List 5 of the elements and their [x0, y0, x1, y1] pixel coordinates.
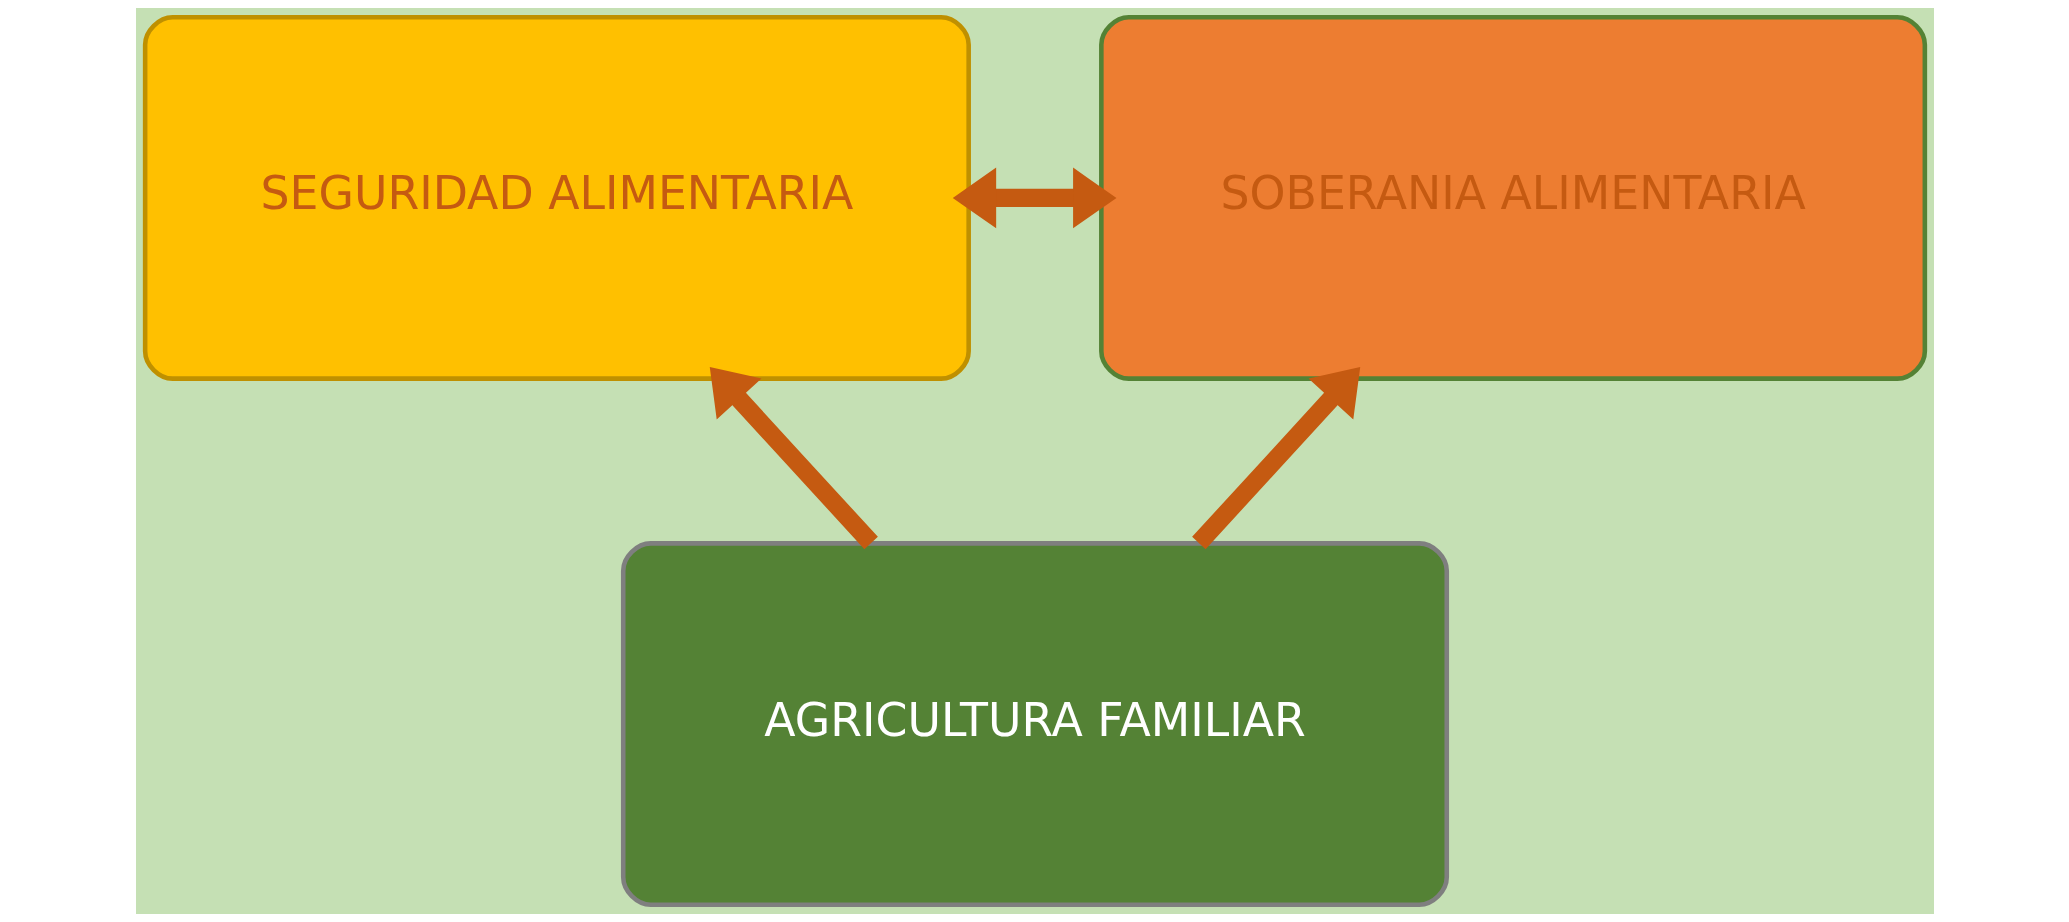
node-box: SEGURIDAD ALIMENTARIA [142, 14, 971, 381]
arrow [952, 167, 1116, 229]
arrow [1191, 366, 1360, 550]
node-box: AGRICULTURA FAMILIAR [620, 541, 1449, 908]
arrow [709, 366, 878, 550]
